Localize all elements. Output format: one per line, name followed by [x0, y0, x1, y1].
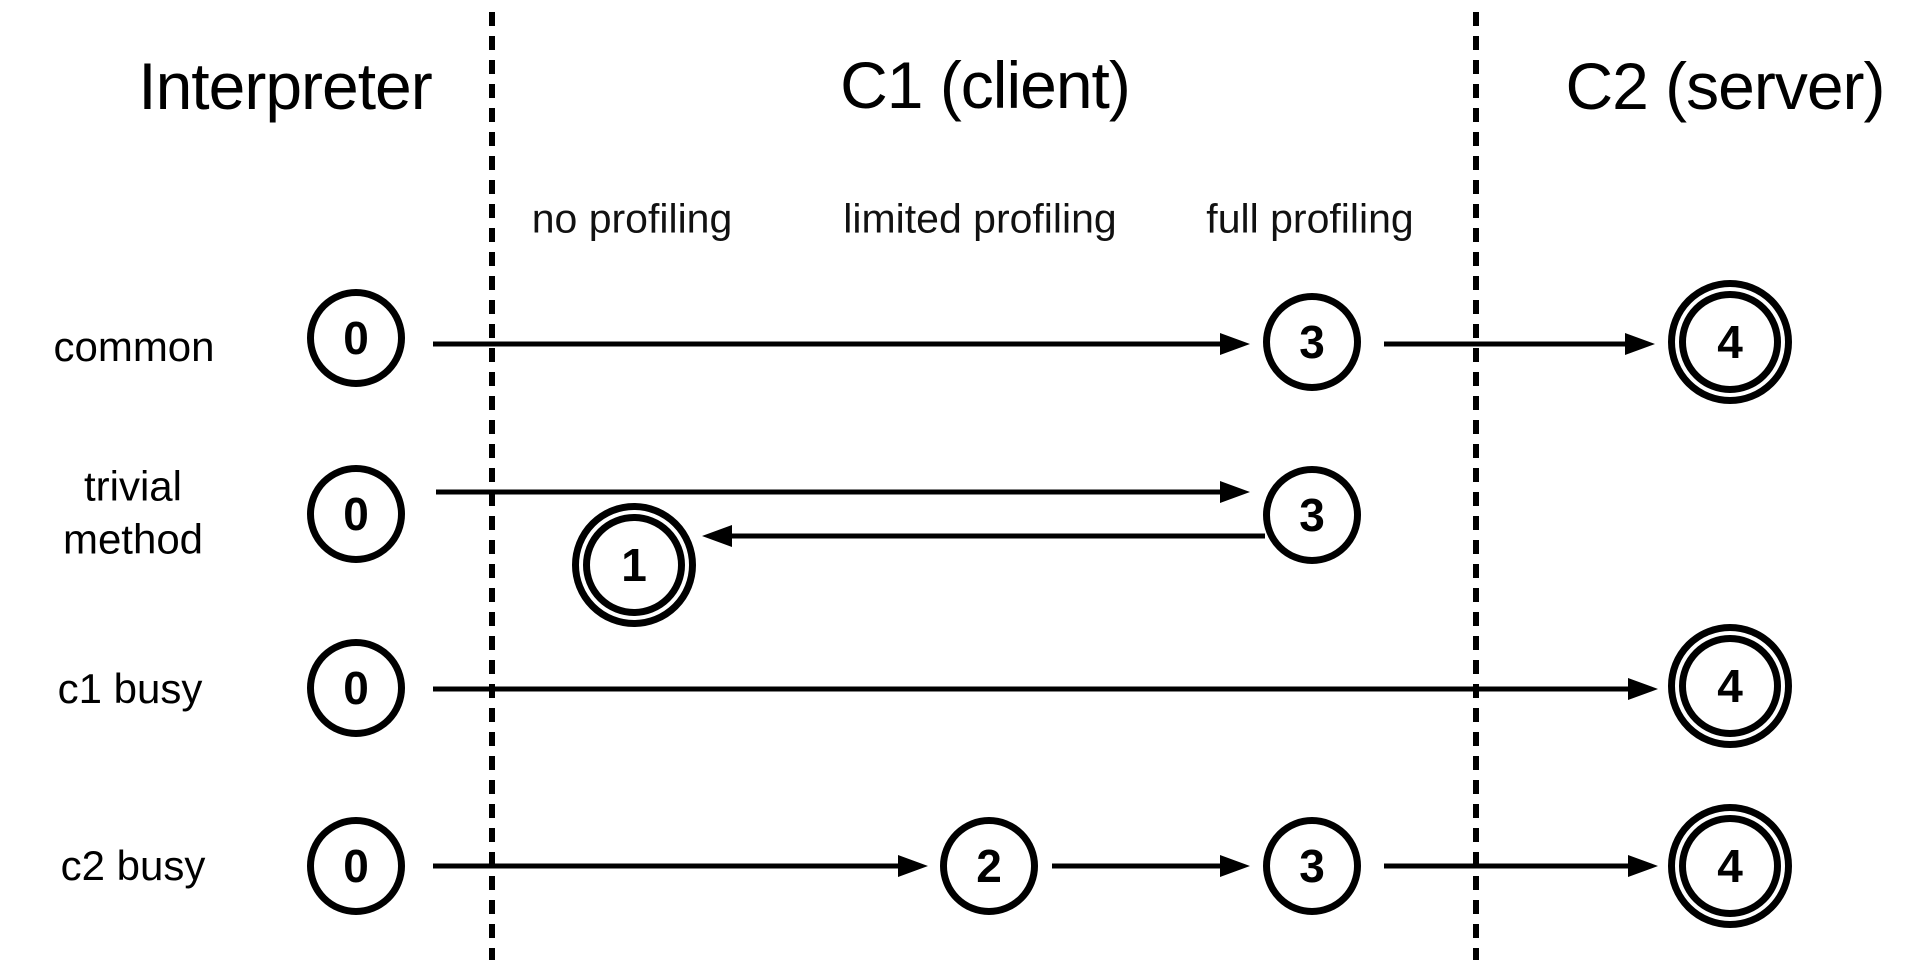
state-number: 3 [1299, 489, 1325, 541]
transition-arrowhead-c1busy-0-to-4 [1628, 678, 1658, 700]
transition-arrowhead-trivial-3-to-1 [702, 525, 732, 547]
state-node-c2busy-4-final: 4 [1668, 804, 1792, 928]
transition-arrowhead-common-3-to-4 [1625, 333, 1655, 355]
transition-arrowhead-c2busy-0-to-2 [898, 855, 928, 877]
row-label-trivial-method: trivial method [62, 462, 204, 563]
final-state-inner-ring: 4 [1679, 815, 1781, 917]
final-state-inner-ring: 4 [1679, 291, 1781, 393]
sublabel-full-profiling: full profiling [1206, 195, 1414, 242]
state-number: 0 [343, 662, 369, 714]
transition-arrowhead-common-0-to-3 [1220, 333, 1250, 355]
state-number: 4 [1717, 660, 1743, 712]
row-label-common: common [53, 322, 215, 370]
state-number: 4 [1717, 840, 1743, 892]
state-number: 4 [1717, 316, 1743, 368]
state-number: 3 [1299, 316, 1325, 368]
sublabel-no-profiling: no profiling [531, 195, 733, 242]
state-node-trivial-1-final: 1 [572, 503, 696, 627]
column-header-c1: C1 (client) [840, 48, 1131, 122]
final-state-inner-ring: 1 [583, 514, 685, 616]
state-node-trivial-3: 3 [1263, 466, 1361, 564]
state-number: 0 [343, 840, 369, 892]
state-number: 2 [976, 840, 1002, 892]
state-node-c2busy-2: 2 [940, 817, 1038, 915]
state-number: 0 [343, 488, 369, 540]
column-header-interpreter: Interpreter [138, 49, 432, 123]
state-node-c2busy-0: 0 [307, 817, 405, 915]
row-label-c2-busy: c2 busy [60, 841, 206, 889]
final-state-inner-ring: 4 [1679, 635, 1781, 737]
row-label-c1-busy: c1 busy [57, 664, 203, 712]
state-node-c1busy-0: 0 [307, 639, 405, 737]
transition-arrowhead-c2busy-2-to-3 [1220, 855, 1250, 877]
column-header-c2: C2 (server) [1565, 49, 1885, 123]
state-node-common-3: 3 [1263, 293, 1361, 391]
state-number: 1 [621, 539, 647, 591]
state-node-trivial-0: 0 [307, 465, 405, 563]
state-node-common-4-final: 4 [1668, 280, 1792, 404]
state-node-common-0: 0 [307, 289, 405, 387]
transition-arrowhead-trivial-0-to-3 [1220, 481, 1250, 503]
state-node-c1busy-4-final: 4 [1668, 624, 1792, 748]
state-number: 3 [1299, 840, 1325, 892]
state-node-c2busy-3: 3 [1263, 817, 1361, 915]
state-number: 0 [343, 312, 369, 364]
transition-arrowhead-c2busy-3-to-4 [1628, 855, 1658, 877]
sublabel-limited-profiling: limited profiling [843, 195, 1117, 242]
